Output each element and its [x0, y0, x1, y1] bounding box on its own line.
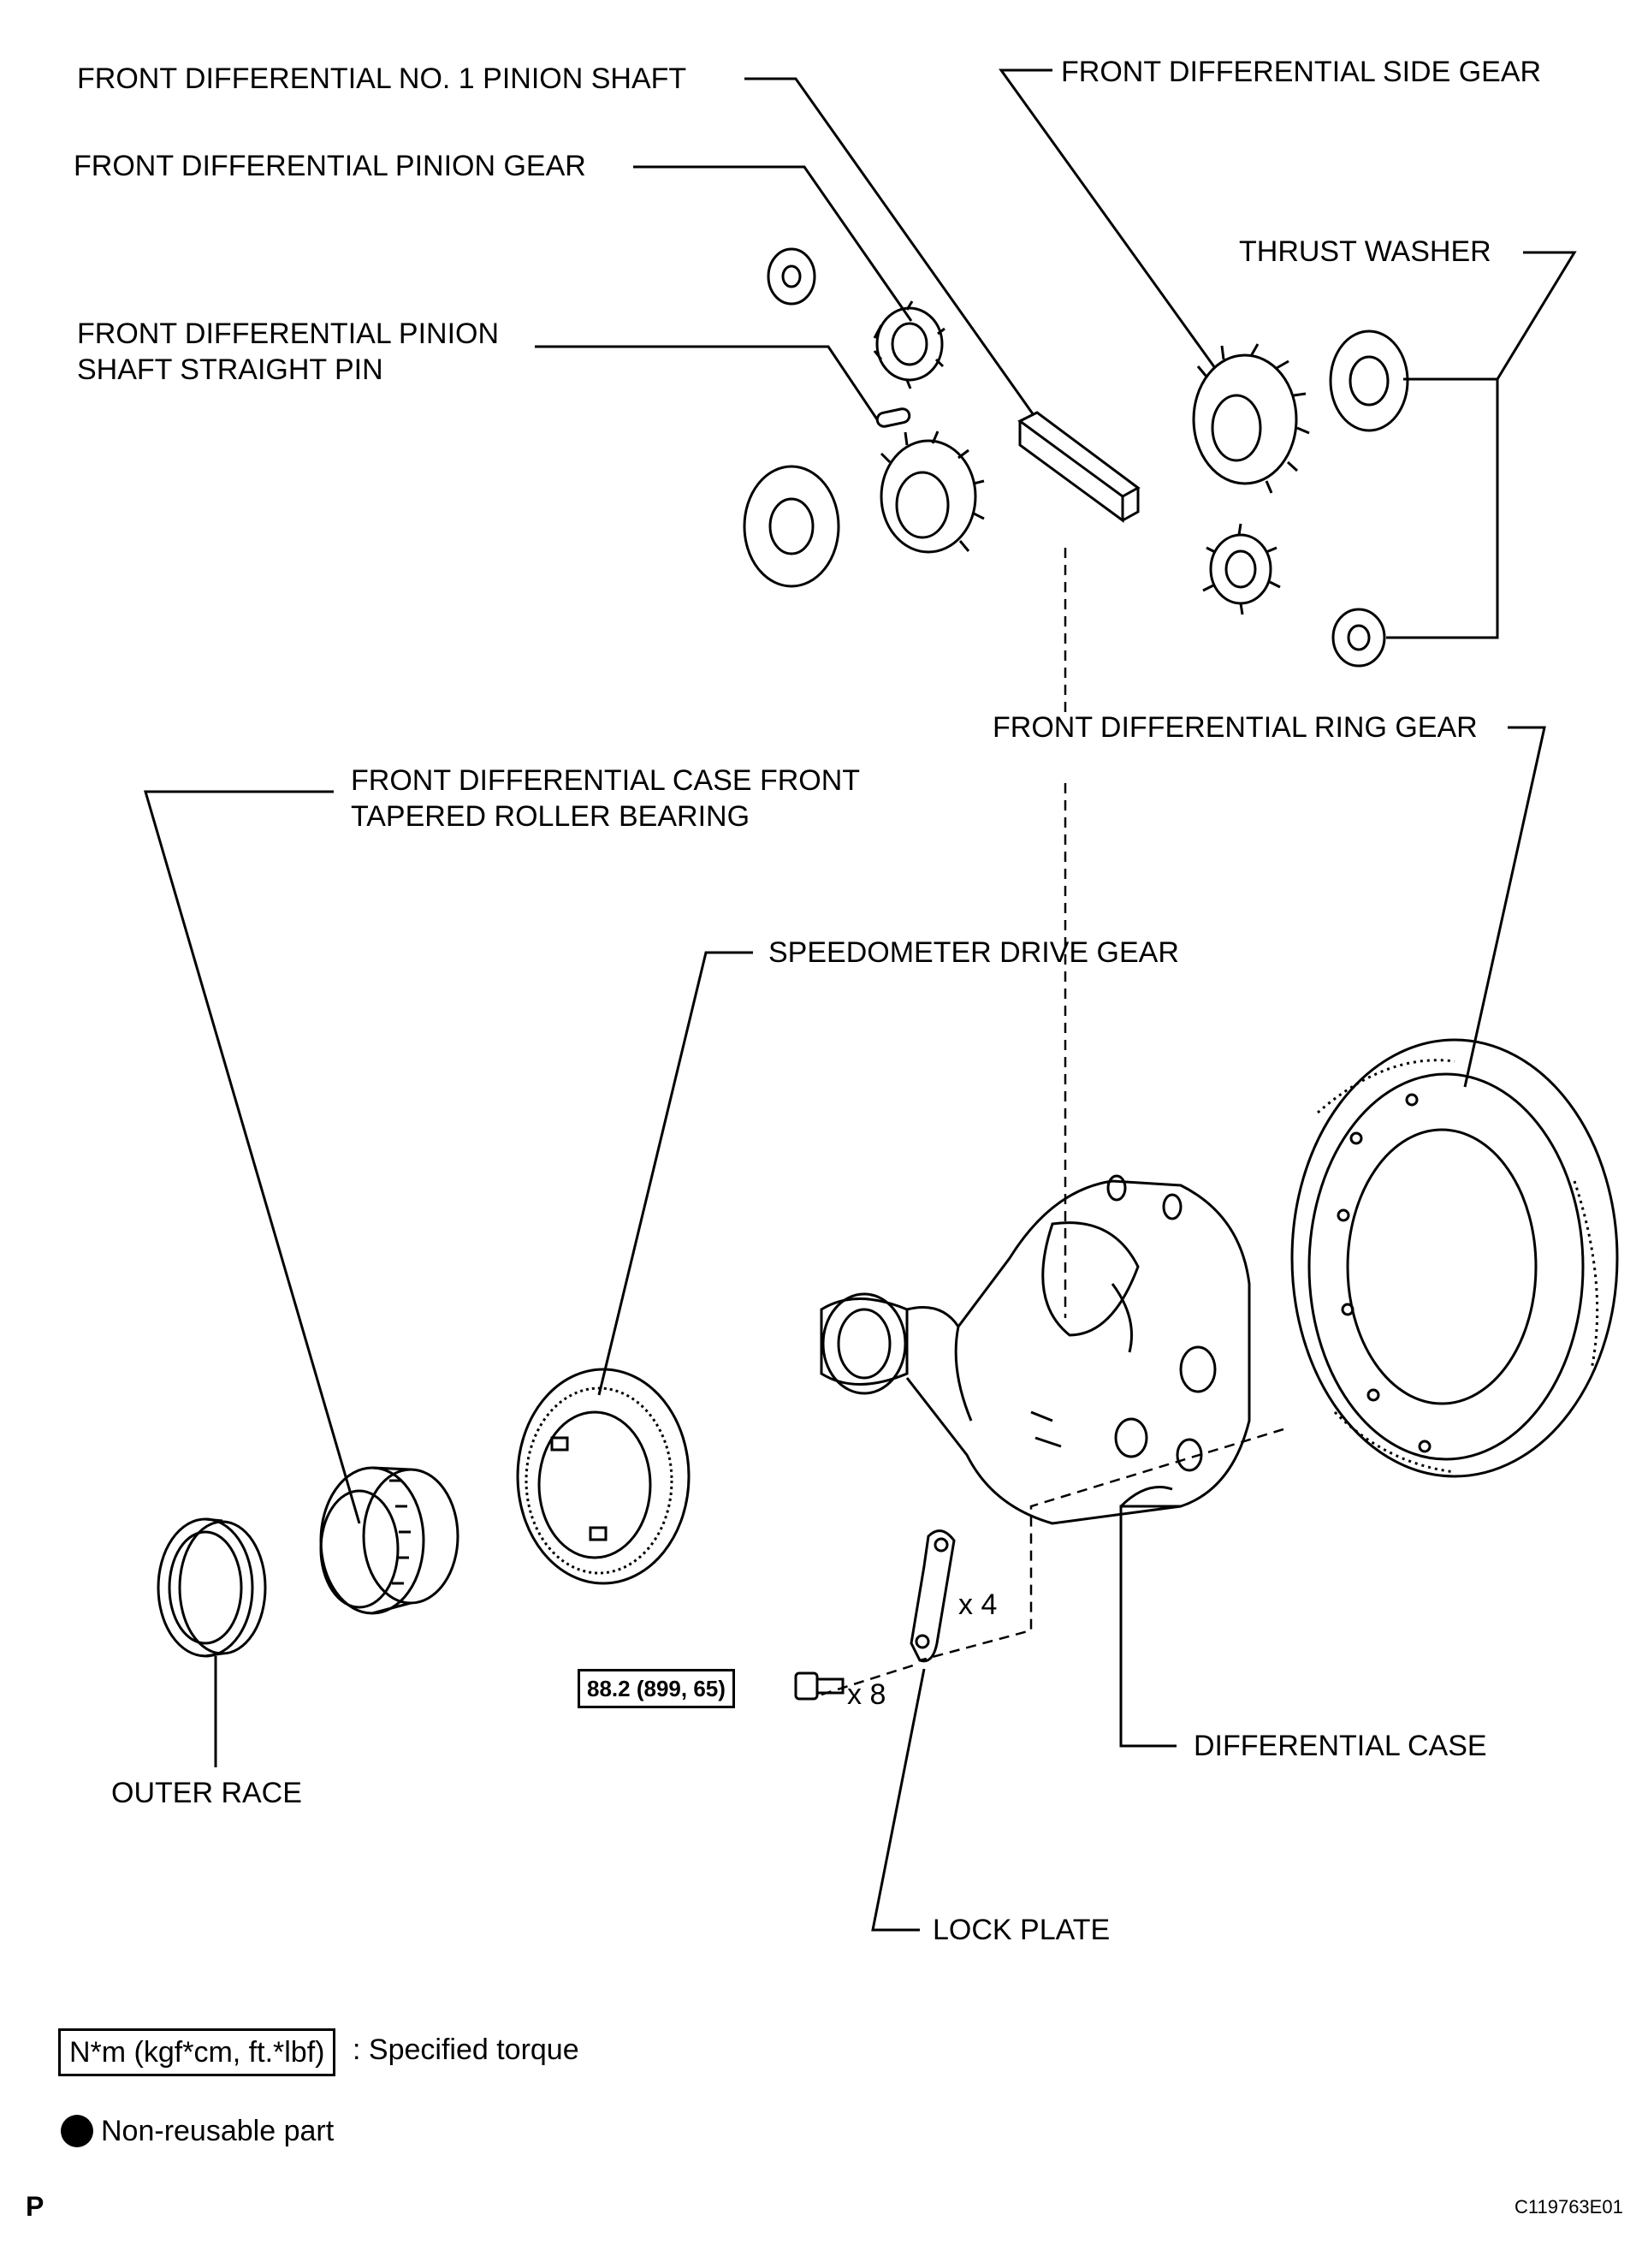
label-bearing-1: FRONT DIFFERENTIAL CASE FRONT	[351, 764, 861, 797]
pinion-shaft	[1017, 411, 1141, 523]
label-straight-pin-1: FRONT DIFFERENTIAL PINION	[77, 318, 500, 350]
leader-straight-pin	[535, 345, 879, 420]
legend-torque-desc: : Specified torque	[353, 2033, 579, 2066]
differential-case-drawing	[820, 1174, 1251, 1525]
label-differential-case: DIFFERENTIAL CASE	[1194, 1730, 1487, 1762]
qty-bolt: x 8	[847, 1678, 886, 1711]
legend-nonreusable-desc: Non-reusable part	[101, 2115, 335, 2147]
leader-ring-gear	[1463, 726, 1546, 1088]
speedometer-gear-drawing	[516, 1368, 691, 1585]
label-straight-pin-2: SHAFT STRAIGHT PIN	[77, 353, 383, 386]
label-speedometer: SPEEDOMETER DRIVE GEAR	[768, 936, 1179, 969]
torque-spec-box: 88.2 (899, 65)	[578, 1669, 735, 1708]
label-lock-plate: LOCK PLATE	[933, 1914, 1111, 1946]
qty-lock-plate: x 4	[958, 1588, 998, 1621]
lock-plate-drawing	[910, 1529, 956, 1663]
page-letter: P	[26, 2191, 44, 2222]
pinion-thrust-washer-upper	[767, 247, 816, 306]
label-pinion-gear: FRONT DIFFERENTIAL PINION GEAR	[74, 150, 586, 182]
leader-diff-case	[1119, 1505, 1181, 1748]
label-bearing-2: TAPERED ROLLER BEARING	[351, 800, 750, 833]
straight-pin	[875, 407, 911, 428]
nonreusable-bullet-icon	[61, 2115, 93, 2147]
leader-side-gear	[999, 68, 1217, 369]
label-pinion-shaft: FRONT DIFFERENTIAL NO. 1 PINION SHAFT	[77, 62, 687, 95]
ring-gear-drawing	[1290, 1038, 1619, 1478]
leader-thrust-washer	[1496, 251, 1577, 380]
assembly-lines	[821, 548, 1284, 1696]
bolt-drawing	[794, 1671, 845, 1701]
side-washer-left	[743, 465, 840, 588]
side-gear-left	[880, 430, 985, 554]
leader-bearing	[143, 790, 361, 1524]
leader-lock-plate	[871, 1668, 926, 1932]
side-gear-right	[1192, 343, 1310, 494]
label-side-gear: FRONT DIFFERENTIAL SIDE GEAR	[1061, 56, 1542, 88]
leader-pinion-gear	[633, 165, 913, 322]
label-ring-gear: FRONT DIFFERENTIAL RING GEAR	[993, 711, 1478, 744]
tapered-bearing-drawing	[319, 1466, 459, 1615]
pinion-gear-lower	[1202, 523, 1281, 615]
leader-lines	[143, 68, 1577, 1932]
figure-code: C119763E01	[1515, 2196, 1623, 2218]
outer-race-drawing	[157, 1517, 267, 1658]
label-outer-race: OUTER RACE	[111, 1777, 302, 1809]
leader-thrust-lower	[1386, 379, 1499, 639]
leader-speedometer	[597, 951, 753, 1396]
pinion-gear-upper	[873, 300, 945, 389]
label-thrust-washer: THRUST WASHER	[1239, 235, 1491, 268]
thrust-washer-right	[1329, 330, 1409, 432]
pinion-thrust-washer-lower	[1331, 608, 1386, 668]
legend-torque-box: N*m (kgf*cm, ft.*lbf)	[58, 2028, 336, 2076]
leader-pinion-shaft	[744, 77, 1035, 416]
